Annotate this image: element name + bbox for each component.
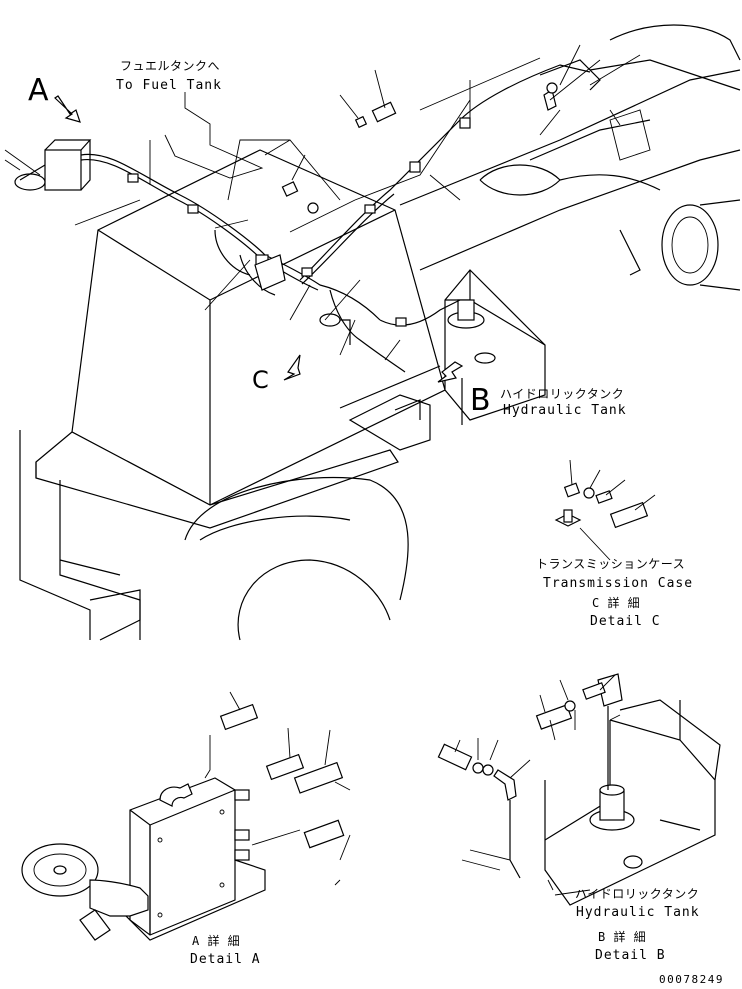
view-b-label: B: [470, 383, 491, 418]
hydraulic-tank-b-label-en: Hydraulic Tank: [576, 905, 700, 920]
hydraulic-tank-b-label-jp: ハイドロリックタンク: [575, 887, 699, 901]
hydraulic-tank-label-en: Hydraulic Tank: [503, 403, 627, 418]
detail-c: [554, 459, 656, 561]
detail-a-labels: A 詳 細 Detail A: [190, 933, 261, 967]
drawing-number: 00078249: [659, 973, 724, 986]
view-a-label: A: [28, 73, 49, 108]
fuel-tank-label-jp: フュエルタンクへ: [120, 59, 220, 73]
main-assembly: [4, 24, 741, 641]
hydraulic-tank-label-jp: ハイドロリックタンク: [500, 387, 624, 401]
detail-a: [21, 691, 351, 941]
detail-b-title-jp: B 詳 細: [598, 929, 646, 944]
main-labels: A フュエルタンクへ To Fuel Tank C B ハイドロリックタンク H…: [28, 59, 627, 418]
transmission-case-label-en: Transmission Case: [543, 576, 693, 591]
detail-c-labels: トランスミッションケース Transmission Case C 詳 細 Det…: [536, 557, 693, 629]
detail-b-title-en: Detail B: [595, 948, 666, 963]
fuel-tank-label-en: To Fuel Tank: [116, 78, 222, 93]
detail-a-title-en: Detail A: [190, 952, 261, 967]
transmission-case-label-jp: トランスミッションケース: [536, 557, 685, 571]
detail-b-labels: ハイドロリックタンク Hydraulic Tank B 詳 細 Detail B: [575, 887, 700, 963]
detail-a-title-jp: A 詳 細: [192, 933, 240, 948]
detail-b: [437, 673, 721, 906]
detail-c-title-jp: C 詳 細: [592, 595, 640, 610]
detail-c-title-en: Detail C: [590, 614, 661, 629]
view-c-label: C: [252, 366, 269, 394]
